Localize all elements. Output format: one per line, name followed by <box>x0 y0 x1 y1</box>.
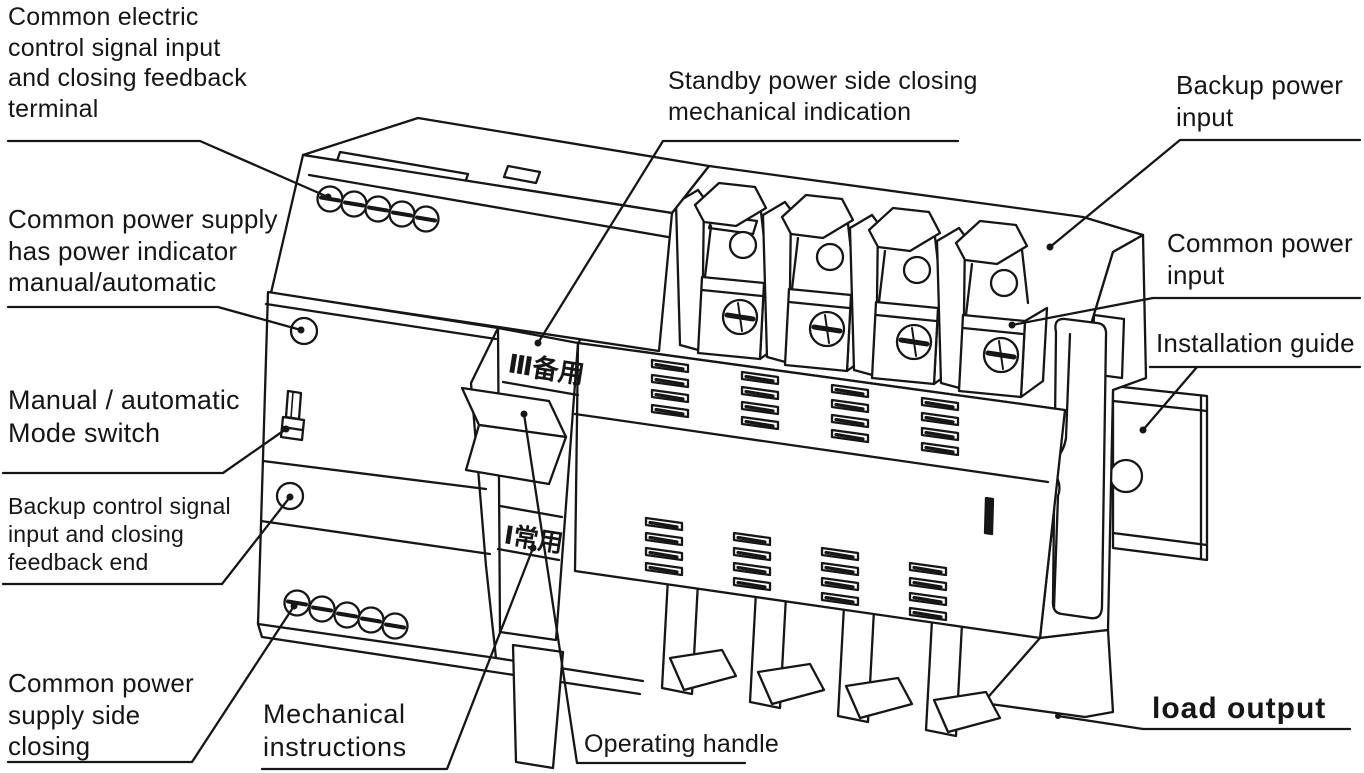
label-line: Backup control signal <box>8 493 231 519</box>
label-common-electric-terminal: Common electric control signal input and… <box>8 2 247 124</box>
leader-lines <box>1 138 1362 771</box>
label-mode-switch: Manual / automatic Mode switch <box>8 384 240 450</box>
label-line: mechanical indication <box>668 97 912 126</box>
din-rail <box>1108 384 1209 562</box>
operating-handle-shape[interactable] <box>460 386 568 486</box>
leader-operating-handle <box>522 412 747 765</box>
leader-backup-control <box>1 495 292 586</box>
leader-standby-indication <box>536 139 960 345</box>
breaker-front-face <box>573 341 1067 640</box>
label-line: Installation guide <box>1156 328 1355 358</box>
leader-backup-power-input <box>1048 138 1362 249</box>
label-line: Mechanical <box>263 699 406 729</box>
controller-module <box>256 116 711 660</box>
load-terminal-foot <box>836 604 914 724</box>
label-line: Standby power side closing <box>668 67 978 95</box>
label-line: input and closing <box>8 521 185 548</box>
label-operating-handle: Operating handle <box>584 729 779 760</box>
label-line: Operating handle <box>584 730 780 758</box>
leader-mode-switch <box>1 427 288 475</box>
label-line: load output <box>1152 692 1327 725</box>
leader-mechanical-instructions <box>260 546 535 771</box>
label-line: closing <box>8 731 91 762</box>
load-terminal-foot <box>924 618 1002 738</box>
leader-common-electric-terminal <box>6 139 330 199</box>
label-line: terminal <box>8 94 99 123</box>
label-line: supply side <box>8 699 141 730</box>
label-line: and closing feedback <box>8 64 247 92</box>
label-common-power-input: Common power input <box>1167 228 1353 291</box>
leader-common-power-input <box>1010 296 1362 327</box>
label-common-supply-indicator: Common power supply has power indicator … <box>8 204 278 299</box>
label-supply-side-closing: Common power supply side closing <box>8 668 194 763</box>
leader-load-output <box>1056 714 1352 731</box>
label-line: input <box>1167 259 1225 290</box>
label-backup-control-feedback: Backup control signal input and closing … <box>8 492 231 576</box>
label-line: Manual / automatic <box>8 385 240 415</box>
label-backup-power-input: Backup power input <box>1176 70 1343 133</box>
label-line: manual/automatic <box>8 267 217 298</box>
label-load-output: load output <box>1152 691 1326 728</box>
label-installation-guide: Installation guide <box>1156 328 1355 360</box>
label-line: feedback end <box>8 549 149 576</box>
leader-anchor-dots <box>282 193 1147 719</box>
label-line: has power indicator <box>8 235 238 266</box>
label-line: instructions <box>263 731 407 762</box>
leader-installation-guide <box>1141 365 1362 432</box>
bottom-feet <box>256 576 1115 770</box>
label-line: Common power <box>1167 228 1353 258</box>
label-line: input <box>1176 101 1234 132</box>
center-foot <box>511 643 565 770</box>
label-line: Common power <box>8 668 194 698</box>
load-terminal-foot <box>660 576 738 696</box>
leader-common-supply-indicator <box>6 305 303 332</box>
label-line: Common electric <box>8 3 199 31</box>
label-line: Mode switch <box>8 417 161 448</box>
label-line: Common power supply <box>8 204 278 234</box>
label-standby-indication: Standby power side closing mechanical in… <box>668 66 978 127</box>
load-terminal-foot <box>748 590 826 710</box>
label-line: control signal input <box>8 33 221 62</box>
leader-supply-side-closing <box>6 604 296 764</box>
label-mechanical-instructions: Mechanical instructions <box>263 698 407 764</box>
label-line: Backup power <box>1176 70 1344 100</box>
